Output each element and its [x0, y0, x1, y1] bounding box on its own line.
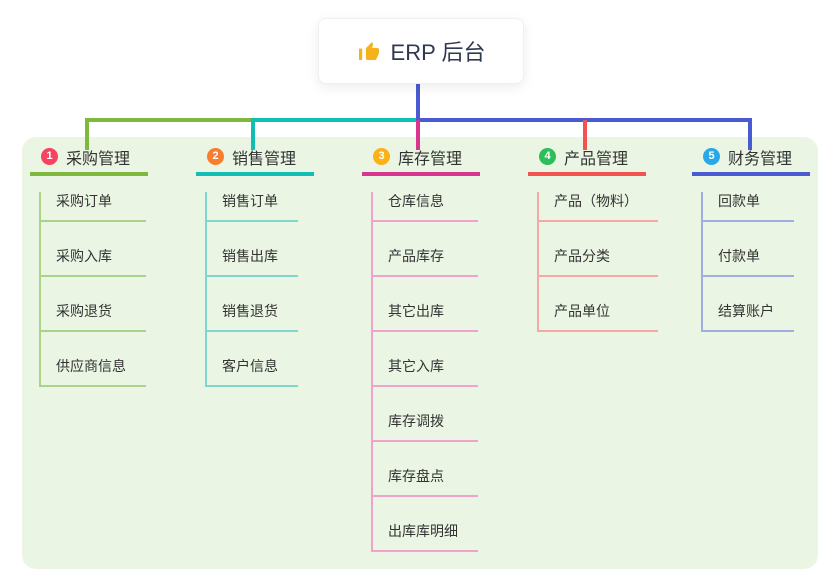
branch-3: 3 库存管理仓库信息产品库存其它出库其它入库库存调拨库存盘点出库库明细: [362, 139, 480, 552]
branch-4-label: 产品管理: [564, 150, 629, 168]
root-node-label: ERP 后台: [390, 40, 486, 65]
branch-3-item-6[interactable]: 库存盘点: [373, 467, 478, 497]
branch-2-item-1[interactable]: 销售订单: [207, 192, 298, 222]
branch-1-badge: 1: [41, 148, 58, 165]
branch-1-item-4[interactable]: 供应商信息: [41, 357, 146, 387]
branch-2-item-3[interactable]: 销售退货: [207, 302, 298, 332]
branch-1-items: 采购订单采购入库采购退货供应商信息: [39, 192, 146, 387]
branch-5-badge: 5: [703, 148, 720, 165]
branch-1-item-1[interactable]: 采购订单: [41, 192, 146, 222]
branch-3-item-7[interactable]: 出库库明细: [373, 522, 478, 552]
branch-3-item-3[interactable]: 其它出库: [373, 302, 478, 332]
branch-4-drop-line: [583, 120, 587, 150]
branch-4-title[interactable]: 4 产品管理: [528, 139, 646, 176]
branch-4-item-2[interactable]: 产品分类: [539, 247, 658, 277]
branch-4-item-1[interactable]: 产品（物料）: [539, 192, 658, 222]
branch-3-items: 仓库信息产品库存其它出库其它入库库存调拨库存盘点出库库明细: [371, 192, 478, 552]
root-node[interactable]: ERP 后台: [318, 18, 524, 84]
branch-3-item-2[interactable]: 产品库存: [373, 247, 478, 277]
thumbs-up-icon: [357, 39, 381, 63]
branch-1-title[interactable]: 1 采购管理: [30, 139, 148, 176]
branch-5-items: 回款单付款单结算账户: [701, 192, 794, 332]
branch-5-item-2[interactable]: 付款单: [703, 247, 794, 277]
branch-5-drop-line: [748, 120, 752, 150]
branch-3-item-1[interactable]: 仓库信息: [373, 192, 478, 222]
branch-5-item-3[interactable]: 结算账户: [703, 302, 794, 332]
branch-2-item-2[interactable]: 销售出库: [207, 247, 298, 277]
branch-4: 4 产品管理产品（物料） 产品分类产品单位: [528, 139, 658, 332]
branch-3-drop-line: [416, 120, 420, 150]
branch-3-title[interactable]: 3 库存管理: [362, 139, 480, 176]
branch-5-title[interactable]: 5 财务管理: [692, 139, 810, 176]
bus-segment-2: [251, 118, 418, 122]
branch-4-item-3[interactable]: 产品单位: [539, 302, 658, 332]
branch-5-item-1[interactable]: 回款单: [703, 192, 794, 222]
root-connector-line: [416, 82, 420, 122]
branch-2-title[interactable]: 2 销售管理: [196, 139, 314, 176]
branch-1-item-3[interactable]: 采购退货: [41, 302, 146, 332]
branch-3-item-4[interactable]: 其它入库: [373, 357, 478, 387]
branch-3-badge: 3: [373, 148, 390, 165]
branch-2-items: 销售订单销售出库销售退货客户信息: [205, 192, 298, 387]
branch-2-drop-line: [251, 120, 255, 150]
branch-1-label: 采购管理: [66, 150, 131, 168]
branches-panel: [22, 137, 818, 569]
branch-2-badge: 2: [207, 148, 224, 165]
branch-1-item-2[interactable]: 采购入库: [41, 247, 146, 277]
branch-3-label: 库存管理: [398, 150, 463, 168]
branch-3-item-5[interactable]: 库存调拨: [373, 412, 478, 442]
branch-5-label: 财务管理: [728, 150, 793, 168]
branch-1: 1 采购管理采购订单采购入库采购退货供应商信息: [30, 139, 148, 387]
branch-2: 2 销售管理销售订单销售出库销售退货客户信息: [196, 139, 314, 387]
branch-2-label: 销售管理: [232, 150, 297, 168]
branch-4-items: 产品（物料） 产品分类产品单位: [537, 192, 658, 332]
branch-4-badge: 4: [539, 148, 556, 165]
branch-5: 5 财务管理回款单付款单结算账户: [692, 139, 810, 332]
branch-2-item-4[interactable]: 客户信息: [207, 357, 298, 387]
bus-segment-1: [85, 118, 253, 122]
branch-1-drop-line: [85, 120, 89, 150]
